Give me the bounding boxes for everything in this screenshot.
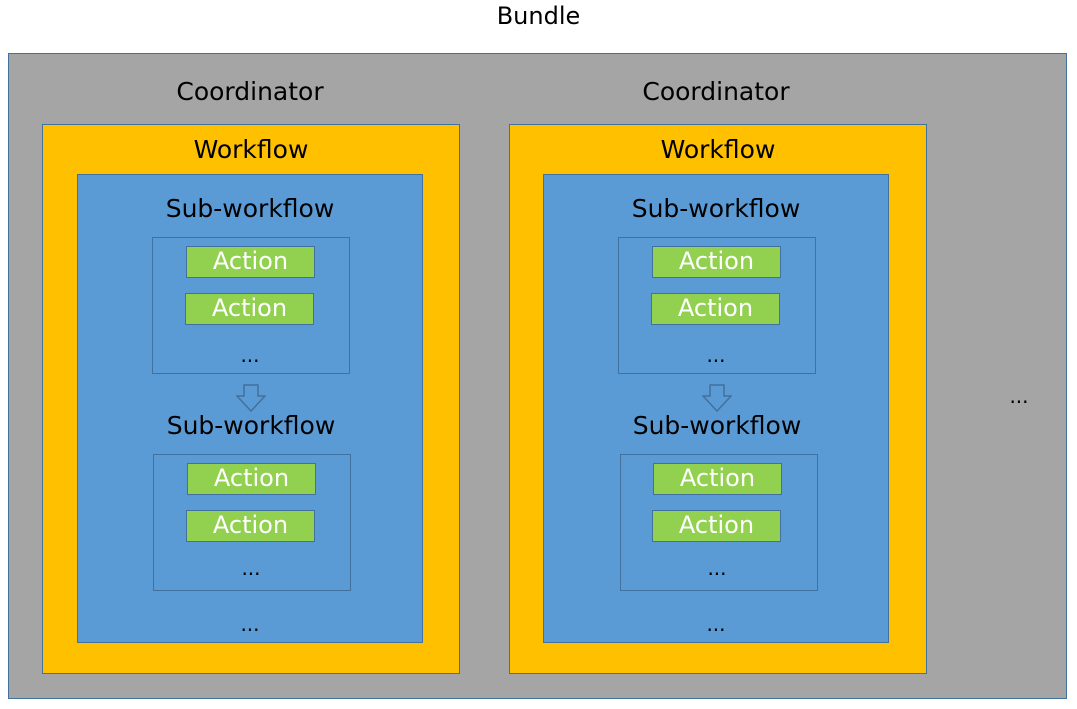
action-box: Action	[651, 293, 780, 325]
down-arrow-icon	[702, 384, 732, 412]
action-box: Action	[652, 246, 781, 278]
sub-workflow-label: Sub-workflow	[631, 194, 801, 223]
action-group	[618, 237, 816, 374]
sub-workflow-label: Sub-workflow	[632, 411, 802, 440]
action-group	[153, 454, 351, 591]
action-group	[620, 454, 818, 591]
more-actions-ellipsis: ...	[706, 343, 726, 367]
action-box: Action	[186, 510, 315, 542]
action-box: Action	[185, 293, 314, 325]
more-coordinators-ellipsis: ...	[1009, 384, 1029, 408]
down-arrow-icon	[236, 384, 266, 412]
coordinator-label: Coordinator	[176, 77, 324, 106]
action-box: Action	[653, 463, 782, 495]
coordinator-label: Coordinator	[642, 77, 790, 106]
sub-workflow-label: Sub-workflow	[165, 194, 335, 223]
action-group	[152, 237, 350, 374]
more-actions-ellipsis: ...	[707, 556, 727, 580]
more-actions-ellipsis: ...	[240, 343, 260, 367]
action-box: Action	[186, 246, 315, 278]
more-sub-workflows-ellipsis: ...	[240, 612, 260, 636]
bundle-title: Bundle	[496, 2, 581, 30]
sub-workflow-label: Sub-workflow	[166, 411, 336, 440]
workflow-label: Workflow	[193, 135, 309, 164]
action-box: Action	[187, 463, 316, 495]
action-box: Action	[652, 510, 781, 542]
more-actions-ellipsis: ...	[241, 556, 261, 580]
more-sub-workflows-ellipsis: ...	[706, 612, 726, 636]
workflow-label: Workflow	[660, 135, 776, 164]
